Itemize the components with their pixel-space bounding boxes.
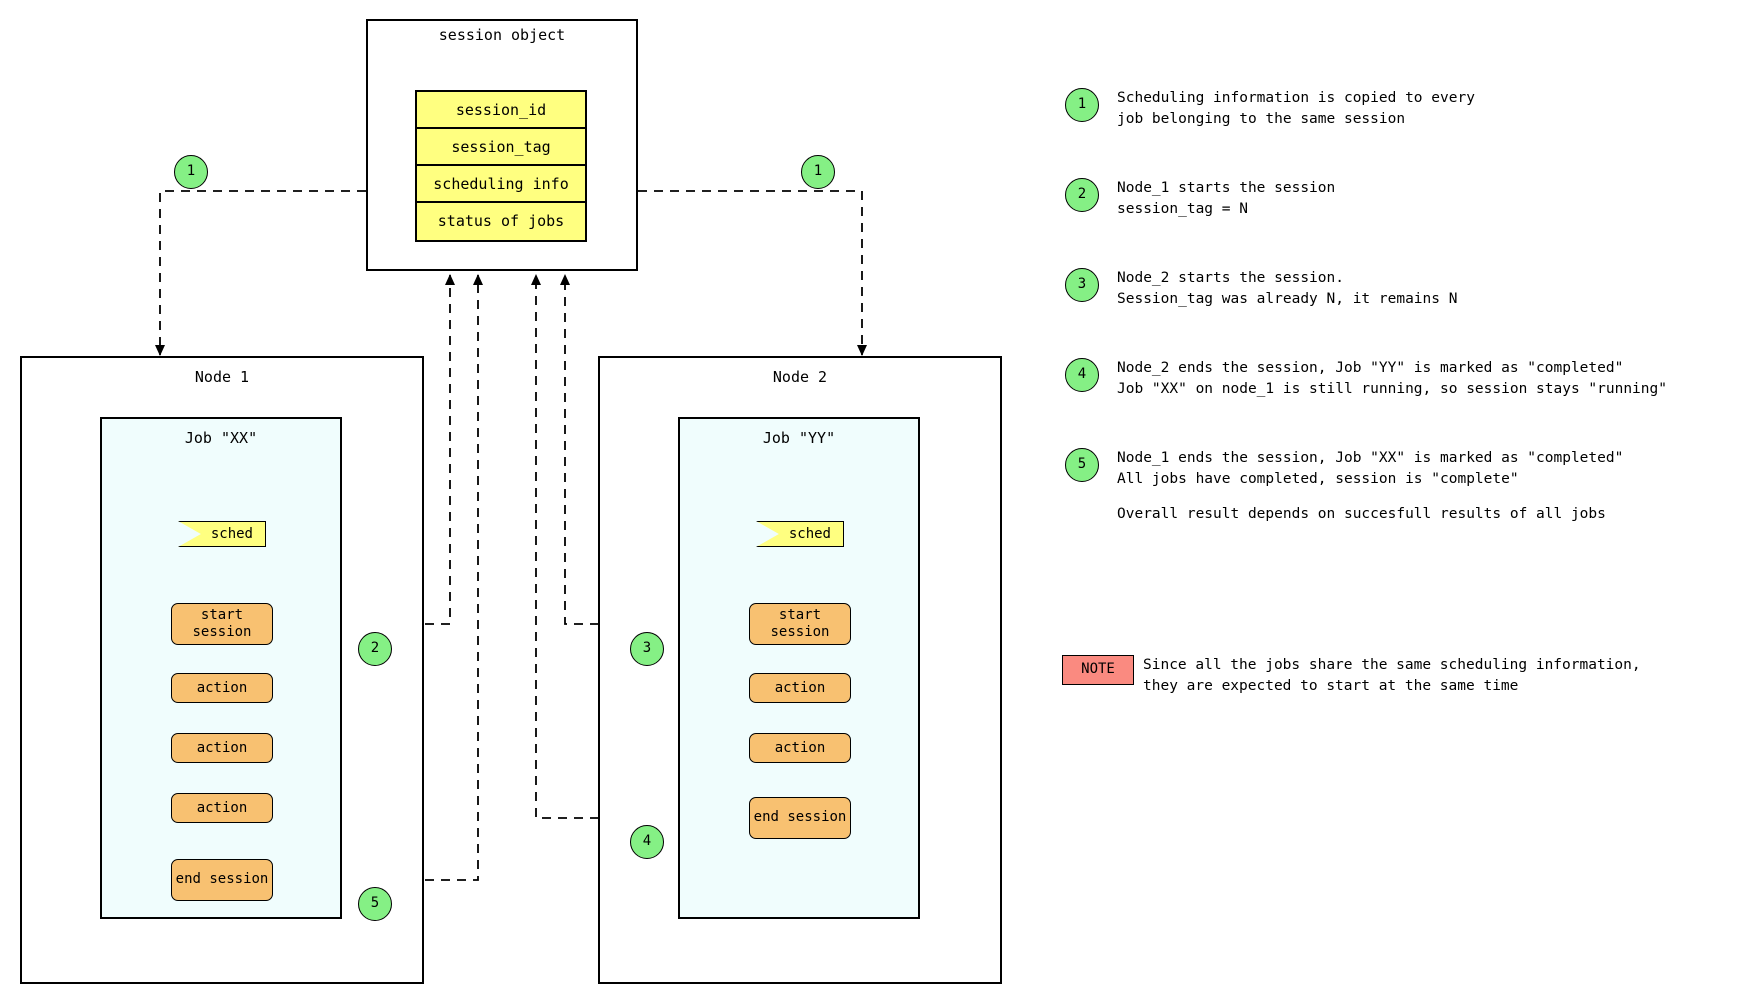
node-1-title: Node 1	[194, 368, 250, 386]
legend-text-5: Node_1 ends the session, Job "XX" is mar…	[1117, 450, 1624, 488]
node-1-step-action-3[interactable]: action	[171, 793, 273, 823]
node-2-step-action-2-label: action	[774, 740, 826, 756]
session-object-fields: session_id session_tag scheduling info s…	[415, 90, 587, 242]
diagram-badge-2: 2	[358, 632, 392, 666]
legend-item-2: 2 Node_1 starts the session session_tag …	[1065, 178, 1725, 220]
diagram-badge-1-left: 1	[174, 155, 208, 189]
legend-text-3: Node_2 starts the session. Session_tag w…	[1117, 270, 1458, 308]
node-1-step-end-session-label: end session	[175, 871, 269, 888]
legend-badge-5: 5	[1065, 448, 1099, 483]
note-block: NOTE Since all the jobs share the same s…	[1062, 655, 1641, 697]
legend-badge-1: 1	[1065, 88, 1099, 122]
conn-sched-to-node1	[155, 190, 414, 356]
node-1-step-action-3-label: action	[196, 800, 248, 816]
node-2-step-sched[interactable]: sched	[756, 521, 844, 547]
node-1-step-start-session[interactable]: start session	[171, 603, 273, 645]
conn-n1-start-to-session	[265, 274, 455, 625]
node-2-step-start-session-label: start session	[770, 606, 830, 641]
session-field-session-tag: session_tag	[417, 129, 585, 166]
conn-sched-to-node2	[590, 190, 867, 356]
session-field-scheduling-info: scheduling info	[417, 166, 585, 203]
node-1-job-title: Job "XX"	[184, 429, 258, 447]
legend-item-1: 1 Scheduling information is copied to ev…	[1065, 88, 1725, 130]
note-tag: NOTE	[1062, 655, 1134, 685]
node-1-step-action-1-label: action	[196, 680, 248, 696]
diagram-badge-3: 3	[630, 632, 664, 666]
node-2-step-end-session-label: end session	[753, 809, 847, 826]
legend-text-2: Node_1 starts the session session_tag = …	[1117, 180, 1336, 218]
diagram-badge-4: 4	[630, 825, 664, 859]
legend-badge-4: 4	[1065, 358, 1099, 393]
diagram-badge-1-right: 1	[801, 155, 835, 189]
legend-text-4: Node_2 ends the session, Job "YY" is mar…	[1117, 360, 1667, 398]
legend-text-1: Scheduling information is copied to ever…	[1117, 90, 1475, 128]
node-2-job-box	[678, 417, 920, 919]
node-2-title: Node 2	[772, 368, 828, 386]
legend-badge-2: 2	[1065, 178, 1099, 213]
session-field-status-of-jobs: status of jobs	[417, 203, 585, 240]
node-2-step-end-session[interactable]: end session	[749, 797, 851, 839]
node-2-step-action-1-label: action	[774, 680, 826, 696]
legend: 1 Scheduling information is copied to ev…	[1065, 88, 1725, 525]
diagram-badge-5: 5	[358, 887, 392, 921]
legend-item-4: 4 Node_2 ends the session, Job "YY" is m…	[1065, 358, 1725, 400]
legend-item-5: 5 Node_1 ends the session, Job "XX" is m…	[1065, 448, 1725, 490]
node-2-step-action-1[interactable]: action	[749, 673, 851, 703]
node-1-job-box	[100, 417, 342, 919]
node-2-step-action-2[interactable]: action	[749, 733, 851, 763]
node-1-step-action-1[interactable]: action	[171, 673, 273, 703]
session-field-session-id: session_id	[417, 92, 585, 129]
session-object-title: session object	[438, 26, 566, 44]
legend-item-3: 3 Node_2 starts the session. Session_tag…	[1065, 268, 1725, 310]
legend-overall-result: Overall result depends on succesfull res…	[1117, 506, 1606, 523]
node-1-step-action-2[interactable]: action	[171, 733, 273, 763]
node-1-step-end-session[interactable]: end session	[171, 859, 273, 901]
node-1-step-action-2-label: action	[196, 740, 248, 756]
conn-n2-start-to-session	[560, 274, 743, 625]
note-text: Since all the jobs share the same schedu…	[1143, 657, 1641, 695]
legend-badge-3: 3	[1065, 268, 1099, 303]
node-2-step-start-session[interactable]: start session	[749, 603, 851, 645]
node-2-job-title: Job "YY"	[762, 429, 836, 447]
node-1-step-start-session-label: start session	[192, 606, 252, 641]
